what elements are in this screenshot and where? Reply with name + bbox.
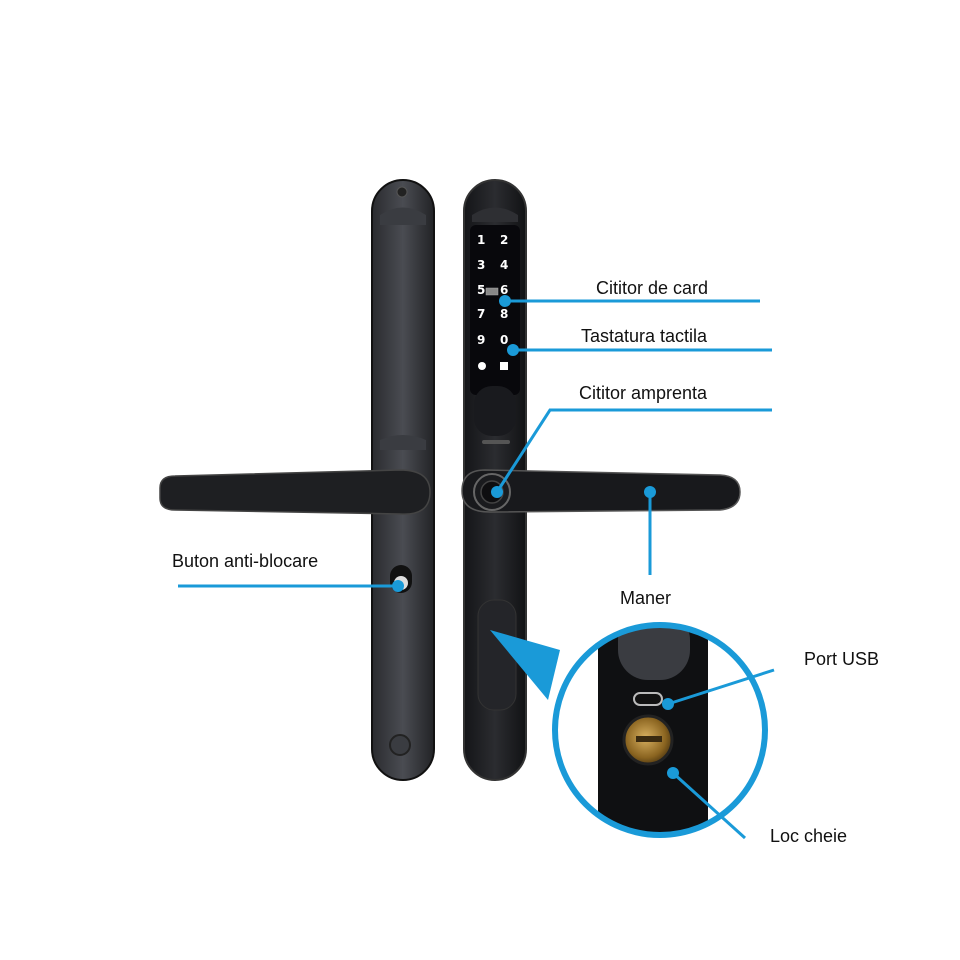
key-4: 4 <box>500 258 509 272</box>
label-handle: Maner <box>620 588 672 608</box>
label-card-reader: Cititor de card <box>596 278 709 298</box>
zoom-detail <box>555 625 765 835</box>
label-key-slot: Loc cheie <box>770 826 848 846</box>
zoom-pointer <box>490 630 560 700</box>
key-6: 6 <box>500 283 509 297</box>
label-anti-lock-button: Buton anti-blocare <box>172 551 319 571</box>
key-2: 2 <box>500 233 509 247</box>
label-fingerprint-reader: Cititor amprenta <box>579 383 708 403</box>
key-1: 1 <box>477 233 486 247</box>
bell-icon <box>478 362 486 370</box>
inner-plate <box>159 179 435 781</box>
lock-unlock-icon <box>500 362 508 370</box>
key-9: 9 <box>477 333 486 347</box>
label-touch-keypad: Tastatura tactila <box>581 326 708 346</box>
key-3: 3 <box>477 258 486 272</box>
key-7: 7 <box>477 307 486 321</box>
key-5: 5 <box>477 283 486 297</box>
key-0: 0 <box>500 333 509 347</box>
key-8: 8 <box>500 307 509 321</box>
label-usb-port: Port USB <box>804 649 880 669</box>
outer-plate <box>461 179 741 781</box>
callout-lines <box>178 299 775 840</box>
